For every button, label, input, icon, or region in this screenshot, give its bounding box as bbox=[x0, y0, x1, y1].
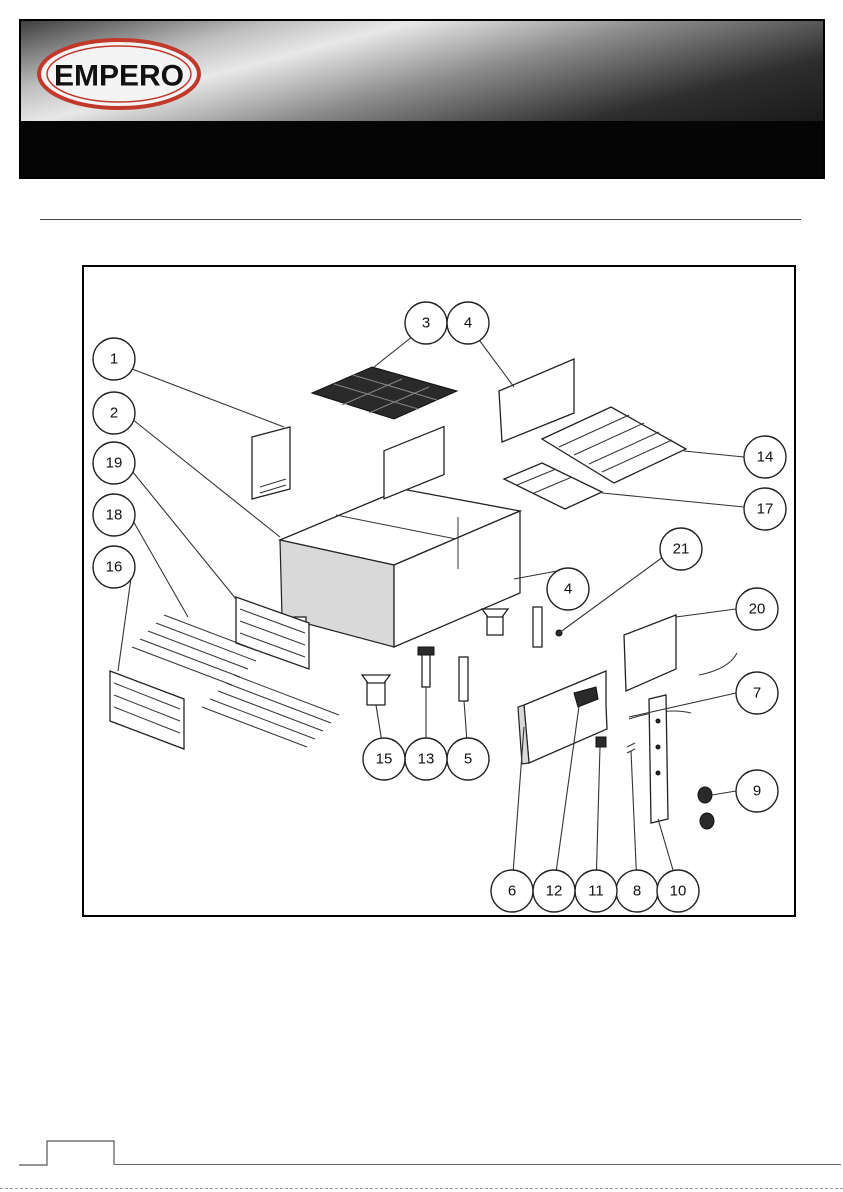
empero-logo: EMPERO bbox=[36, 37, 202, 111]
callout-2: 2 bbox=[93, 392, 135, 434]
callout-12: 12 bbox=[533, 870, 575, 912]
callout-13: 13 bbox=[405, 738, 447, 780]
callout-20: 20 bbox=[736, 588, 778, 630]
part-front-panel bbox=[518, 671, 607, 764]
callout-5: 5 bbox=[447, 738, 489, 780]
horizontal-rule bbox=[40, 219, 801, 220]
svg-text:2: 2 bbox=[110, 405, 118, 422]
callout-4-lower: 4 bbox=[547, 568, 589, 610]
callout-8: 8 bbox=[616, 870, 658, 912]
callout-10: 10 bbox=[657, 870, 699, 912]
callout-3: 3 bbox=[405, 302, 447, 344]
callout-15: 15 bbox=[363, 738, 405, 780]
footer-dotted-edge bbox=[0, 1188, 843, 1189]
part-knobs bbox=[698, 787, 714, 829]
part-control-panel bbox=[649, 695, 668, 823]
svg-text:6: 6 bbox=[508, 883, 516, 900]
callout-1: 1 bbox=[93, 338, 135, 380]
svg-text:16: 16 bbox=[106, 559, 123, 576]
part-knob bbox=[596, 737, 606, 747]
svg-text:12: 12 bbox=[546, 883, 563, 900]
part-foot-15 bbox=[362, 675, 390, 705]
callout-21: 21 bbox=[660, 528, 702, 570]
svg-text:1: 1 bbox=[110, 351, 118, 368]
part-foot-upper bbox=[482, 609, 508, 635]
footer-tab bbox=[19, 1140, 115, 1166]
part-side-panel-16 bbox=[110, 671, 184, 749]
callout-17: 17 bbox=[744, 488, 786, 530]
svg-text:17: 17 bbox=[757, 501, 774, 518]
part-bracket bbox=[252, 427, 290, 499]
callout-18: 18 bbox=[93, 494, 135, 536]
callout-6: 6 bbox=[491, 870, 533, 912]
part-grooved-tray bbox=[504, 463, 602, 509]
svg-text:14: 14 bbox=[757, 449, 774, 466]
callout-11: 11 bbox=[575, 870, 617, 912]
part-cabinet-body bbox=[280, 427, 520, 647]
svg-text:15: 15 bbox=[376, 751, 393, 768]
part-5 bbox=[459, 657, 468, 701]
callout-7: 7 bbox=[736, 672, 778, 714]
svg-text:8: 8 bbox=[633, 883, 641, 900]
callout-19: 19 bbox=[93, 442, 135, 484]
part-upper-post bbox=[533, 607, 542, 647]
svg-text:10: 10 bbox=[670, 883, 687, 900]
footer-rule bbox=[115, 1164, 841, 1165]
part-heating-element-lower bbox=[202, 675, 339, 747]
parts-diagram: 1 2 3 4 4 5 6 7 8 9 10 1 bbox=[82, 265, 796, 917]
part-grill-grate bbox=[312, 367, 457, 419]
svg-text:9: 9 bbox=[753, 783, 761, 800]
logo-text: EMPERO bbox=[54, 60, 184, 93]
svg-text:19: 19 bbox=[106, 455, 123, 472]
part-side-panel-20 bbox=[624, 615, 676, 691]
svg-text:4: 4 bbox=[564, 581, 572, 598]
part-trim-upper bbox=[699, 653, 737, 675]
part-13 bbox=[418, 647, 434, 687]
callout-16: 16 bbox=[93, 546, 135, 588]
svg-text:13: 13 bbox=[418, 751, 435, 768]
svg-text:5: 5 bbox=[464, 751, 472, 768]
svg-text:20: 20 bbox=[749, 601, 766, 618]
svg-text:21: 21 bbox=[673, 541, 690, 558]
svg-text:3: 3 bbox=[422, 315, 430, 332]
callout-9: 9 bbox=[736, 770, 778, 812]
svg-text:4: 4 bbox=[464, 315, 472, 332]
svg-text:7: 7 bbox=[753, 685, 761, 702]
callout-14: 14 bbox=[744, 436, 786, 478]
part-grooved-plate bbox=[542, 407, 686, 483]
callout-4-top: 4 bbox=[447, 302, 489, 344]
svg-text:11: 11 bbox=[588, 883, 604, 900]
svg-text:18: 18 bbox=[106, 507, 123, 524]
